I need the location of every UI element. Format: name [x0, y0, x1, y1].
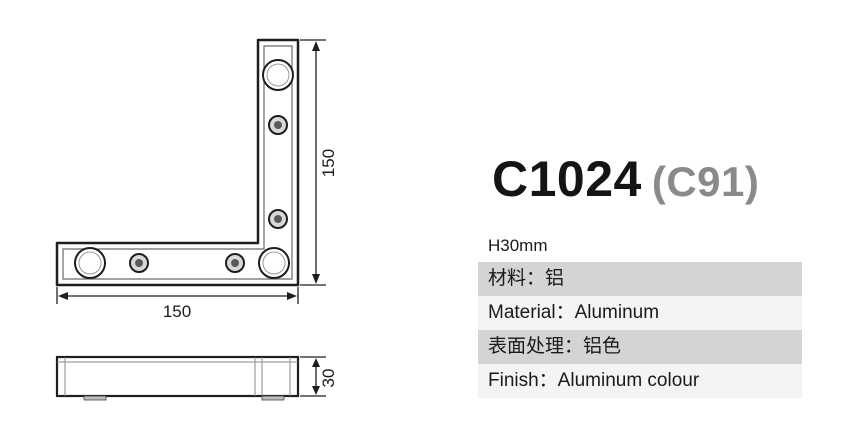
- side-foot-left: [83, 395, 107, 401]
- spec-table: H30mm 材料：铝 Material：Aluminum 表面处理：铝色 Fin…: [478, 229, 802, 398]
- height-dimension-label: 150: [319, 149, 338, 177]
- screw-hole-upper: [268, 115, 288, 135]
- alt-model-number: (C91): [651, 158, 760, 205]
- large-hole-corner: [258, 247, 290, 279]
- side-view-body: [55, 355, 300, 398]
- width-dimension-label: 150: [163, 302, 191, 321]
- bracket-top-view: [55, 38, 300, 287]
- side-foot-right: [261, 395, 285, 401]
- screw-hole-bottom-left: [129, 253, 149, 273]
- thickness-dimension: [300, 356, 326, 397]
- bracket-side-view: [55, 355, 300, 401]
- width-dimension: [56, 287, 299, 304]
- spec-height: H30mm: [478, 229, 802, 262]
- spec-material-en: Material：Aluminum: [478, 296, 802, 330]
- thickness-dimension-label: 30: [319, 369, 338, 388]
- spec-finish-cn: 表面处理：铝色: [478, 330, 802, 364]
- bracket-inner-edge: [62, 45, 293, 280]
- bracket-drawing: 150 150 30: [55, 38, 338, 401]
- spec-material-cn: 材料：铝: [478, 262, 802, 296]
- large-hole-left: [74, 247, 106, 279]
- model-number: C1024: [492, 151, 642, 207]
- spec-finish-en: Finish：Aluminum colour: [478, 364, 802, 398]
- large-hole-top: [262, 59, 294, 91]
- model-title: C1024(C91): [492, 150, 759, 208]
- screw-hole-middle: [268, 209, 288, 229]
- height-dimension: [300, 39, 326, 286]
- screw-hole-bottom-right: [225, 253, 245, 273]
